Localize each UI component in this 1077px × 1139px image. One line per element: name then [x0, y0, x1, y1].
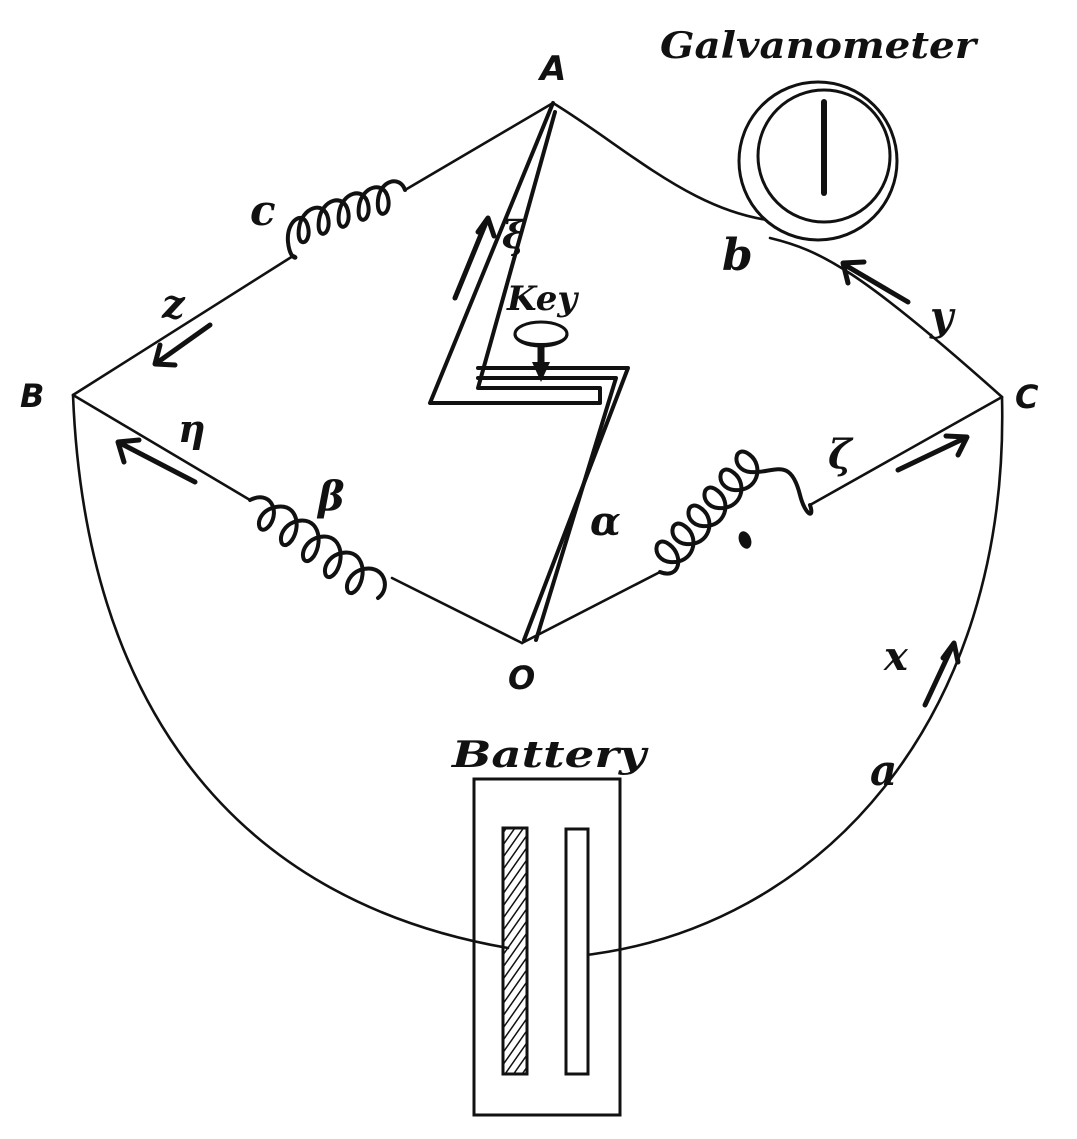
key-path-a-o — [428, 101, 630, 642]
wire-o-c — [520, 395, 1004, 645]
arrow-x — [922, 640, 961, 708]
resistance-a-label: a — [870, 746, 897, 795]
node-c-label: C — [1015, 378, 1039, 416]
arrow-xi — [452, 215, 497, 301]
coil-gamma — [654, 449, 814, 576]
arrow-y — [840, 259, 911, 305]
arrow-zeta — [895, 433, 970, 473]
current-zeta-label: ζ — [828, 431, 854, 478]
current-z-label: z — [161, 281, 186, 328]
wire-a-b — [71, 101, 555, 397]
coil-beta — [248, 495, 387, 600]
galvanometer-label: Galvanometer — [660, 25, 979, 67]
wire-battery-circuit — [71, 393, 1004, 1117]
current-xi-label: ξ — [502, 212, 527, 257]
battery-label: Battery — [451, 734, 649, 776]
resistance-b-label: b — [722, 230, 753, 281]
node-b-label: B — [20, 377, 44, 415]
wire-b-o — [71, 393, 524, 645]
key[interactable] — [513, 320, 569, 382]
current-x-label: x — [883, 633, 909, 680]
current-y-label: y — [929, 293, 956, 340]
coil-c — [285, 179, 407, 260]
arrow-z — [152, 322, 213, 368]
resistance-alpha-label: α — [590, 498, 621, 545]
resistance-c-label: c — [250, 186, 276, 235]
galvanometer — [737, 80, 899, 242]
resistance-beta-label: β — [316, 473, 345, 520]
battery-case — [472, 777, 622, 1117]
key-label: Key — [506, 279, 579, 319]
node-o-label: O — [508, 659, 535, 697]
battery-plate-negative — [501, 826, 529, 1076]
battery-plate-positive — [564, 827, 590, 1076]
node-a-label: A — [537, 49, 566, 89]
arrow-eta — [115, 437, 198, 485]
current-eta-label: η — [178, 406, 206, 451]
